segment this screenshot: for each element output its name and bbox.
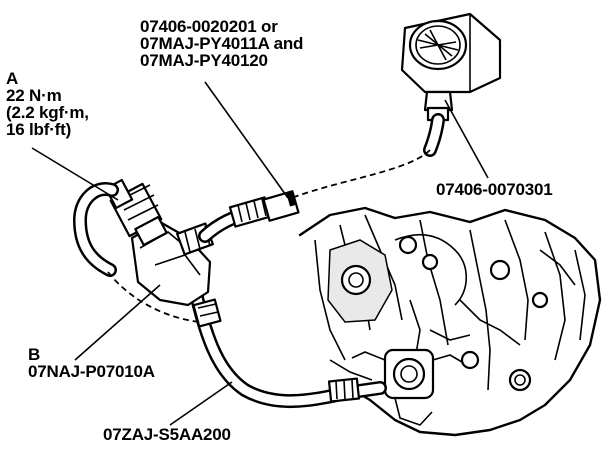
callout-a-torque-kgf: (2.2 kgf·m,: [6, 103, 89, 122]
callout-tool-line2: 07MAJ-PY4011A and: [140, 34, 304, 53]
callout-a-letter: A: [6, 69, 19, 88]
callout-b-part: 07NAJ-P07010A: [28, 362, 155, 381]
callout-tool-line1: 07406-0020201 or: [140, 17, 278, 36]
callout-hose-part: 07ZAJ-S5AA200: [103, 425, 231, 444]
callout-a-torque-lbf: 16 lbf·ft): [6, 120, 72, 139]
pressure-hose[interactable]: [188, 283, 387, 409]
engine-pump-assembly: [298, 206, 602, 437]
callout-b-letter: B: [28, 345, 41, 364]
return-line-loop: [73, 182, 201, 323]
leader-lines: [31, 81, 489, 426]
shutoff-valve[interactable]: [198, 190, 300, 243]
callout-a-torque-nm: 22 N·m: [6, 86, 62, 105]
callout-tool-line3: 07MAJ-PY40120: [140, 51, 268, 70]
callout-gauge-part: 07406-0070301: [436, 180, 553, 199]
pressure-gauge[interactable]: [400, 12, 502, 157]
